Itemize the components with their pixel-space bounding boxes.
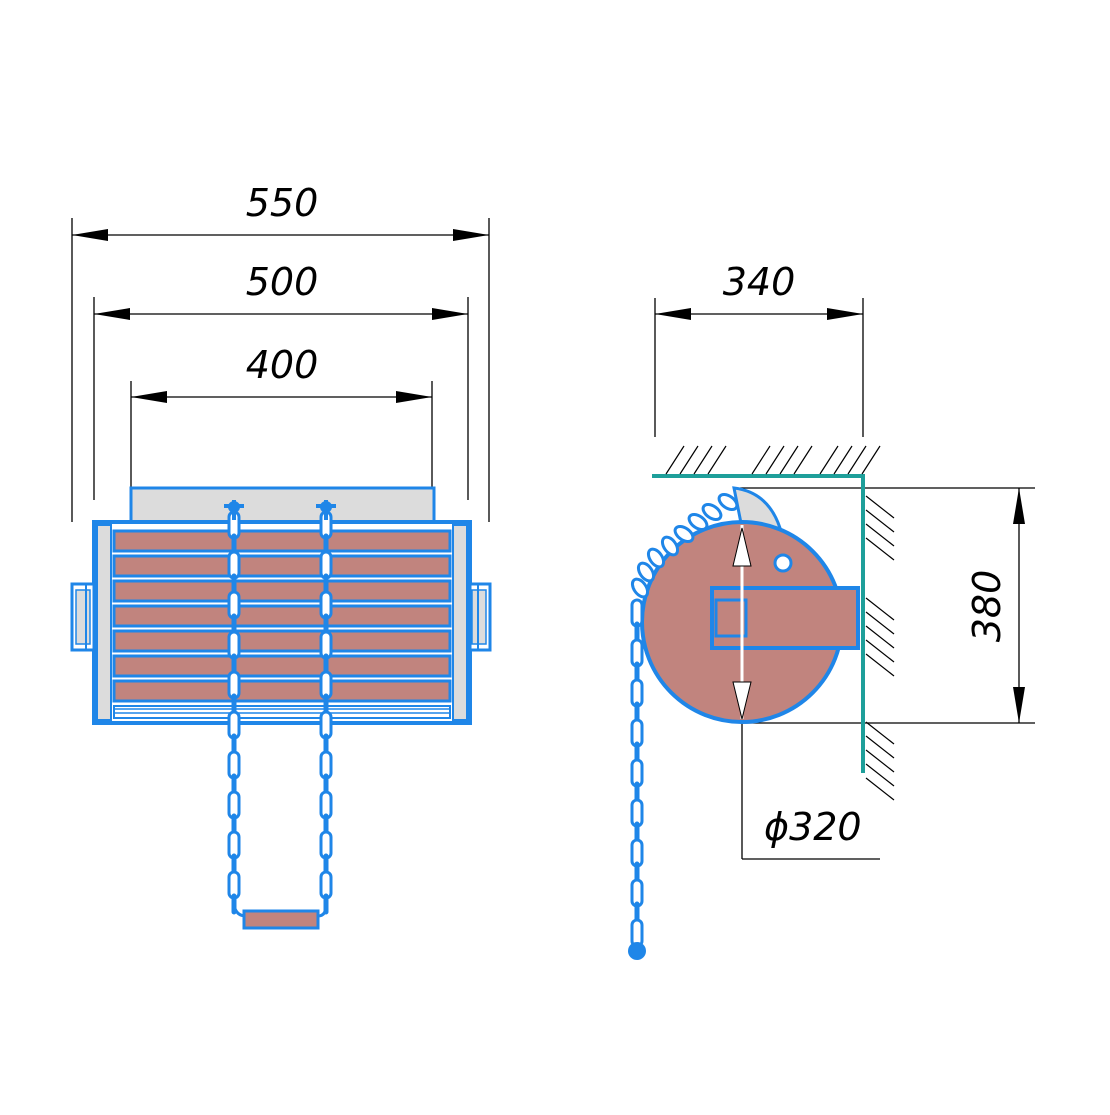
bracket-right (468, 582, 492, 652)
wall-hatch-1-626 (865, 625, 895, 649)
chain-side-arc-link-8 (630, 577, 650, 599)
chain-side-arc-link-4 (673, 524, 695, 544)
dimension-label-400: 400 (246, 343, 319, 387)
ceiling-hatch-1-766 (765, 445, 785, 475)
chain-side-arc-link-5 (660, 535, 680, 557)
wall-hatch-1-640 (865, 639, 895, 663)
wall-mount (652, 445, 895, 801)
dimension-label-380: 380 (965, 570, 1009, 643)
arrow-500-left (94, 308, 130, 320)
ceiling-hatch-1-752 (751, 445, 771, 475)
dimension-label-340: 340 (723, 260, 796, 304)
slat-6 (112, 654, 452, 678)
chain-side-arc-link-3 (687, 512, 709, 532)
side-dimensions: 340 380 ϕ320 (654, 260, 1035, 860)
slat-3 (112, 579, 452, 603)
chain-anchor-left (224, 500, 244, 520)
dimension-label-500: 500 (246, 260, 319, 304)
chain-side-arc-link-6 (646, 547, 666, 569)
wall-hatch-1-598 (865, 597, 895, 621)
arrow-down-indicator (732, 681, 752, 720)
chain-anchor-right (316, 500, 336, 520)
wall-hatch-2-750 (865, 749, 895, 773)
ceiling-hatching (665, 445, 881, 475)
chain-side-arc-link-7 (636, 561, 656, 583)
dimension-label-diameter: ϕ320 (764, 805, 862, 849)
slat-2 (112, 554, 452, 578)
ceiling-hatch-2-848 (847, 445, 867, 475)
wall-hatch-1-654 (865, 653, 895, 677)
arrow-340-left (655, 308, 691, 320)
side-view (628, 486, 860, 960)
wall-hatch-0-524 (865, 523, 895, 547)
bracket-left (70, 582, 96, 652)
slat-7 (112, 679, 452, 703)
wall-hatch-2-736 (865, 735, 895, 759)
chain-side (630, 492, 739, 948)
slat-1 (112, 529, 452, 553)
wall-hatch-0-510 (865, 509, 895, 533)
drum-hole (773, 553, 793, 573)
arrow-up-indicator (732, 527, 752, 567)
ceiling-hatch-1-780 (779, 445, 799, 475)
wall-hatch-1-612 (865, 611, 895, 635)
slat-5 (112, 629, 452, 653)
chain-left (227, 510, 241, 915)
ceiling-hatch-2-834 (833, 445, 853, 475)
wall-hatching (865, 495, 895, 801)
chain-side-arc-link-1 (717, 492, 739, 512)
wall-hatch-2-778 (865, 777, 895, 801)
chain-end-weight (628, 942, 646, 960)
mounting-plate (129, 486, 436, 526)
ceiling-hatch-2-820 (819, 445, 839, 475)
ceiling-hatch-2-862 (861, 445, 881, 475)
ceiling-hatch-0-708 (707, 445, 727, 475)
wall-hatch-2-764 (865, 763, 895, 787)
side-panel-left (96, 524, 112, 721)
wall-hatch-0-538 (865, 537, 895, 561)
arrow-380-top (1013, 488, 1025, 524)
arrow-400-right (396, 391, 432, 403)
side-panel-right (452, 524, 468, 721)
wall-hatch-2-722 (865, 721, 895, 745)
handle-bar (242, 909, 320, 930)
slat-4 (112, 604, 452, 628)
arrow-400-left (131, 391, 167, 403)
arrow-550-right (453, 229, 489, 241)
dimension-label-550: 550 (246, 181, 319, 225)
ceiling-hatch-0-680 (679, 445, 699, 475)
chain-right (319, 510, 333, 915)
front-view (70, 486, 492, 930)
arrow-340-right (827, 308, 863, 320)
wooden-slats (112, 529, 452, 719)
front-dimensions: 550 500 400 (71, 181, 490, 522)
chain-side-arc-link-2 (701, 502, 723, 522)
arrow-380-bottom (1013, 687, 1025, 723)
arrow-550-left (72, 229, 108, 241)
slat-bottom (113, 705, 451, 719)
wall-hatch-0-496 (865, 495, 895, 519)
ceiling-hatch-0-694 (693, 445, 713, 475)
arrow-500-right (432, 308, 468, 320)
ceiling-hatch-0-666 (665, 445, 685, 475)
wall-outline (652, 474, 865, 773)
ceiling-hatch-1-794 (793, 445, 813, 475)
